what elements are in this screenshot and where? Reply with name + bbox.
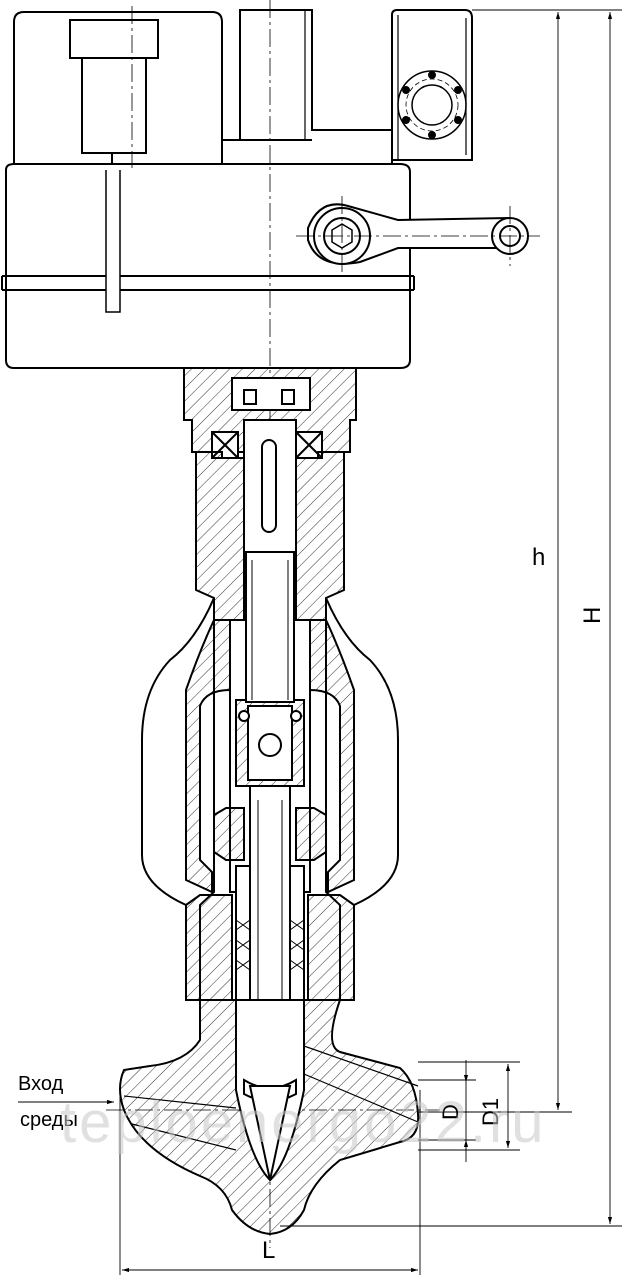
dim-D-label: D xyxy=(438,1104,463,1120)
inlet-label-line1: Вход xyxy=(18,1073,64,1095)
actuator xyxy=(1,9,529,369)
bonnet xyxy=(141,551,399,1001)
watermark: teploenergo22.ru xyxy=(60,1090,547,1155)
coupling-yoke xyxy=(183,367,357,621)
dim-D1-label: D1 xyxy=(478,1098,503,1126)
dimension-lines xyxy=(18,9,622,1275)
packing-rings xyxy=(235,919,305,971)
inlet-label-line2: среды xyxy=(20,1109,78,1131)
dim-h-label: h xyxy=(532,544,545,571)
dim-H-label: H xyxy=(579,607,606,624)
dim-L-label: L xyxy=(262,1237,275,1264)
